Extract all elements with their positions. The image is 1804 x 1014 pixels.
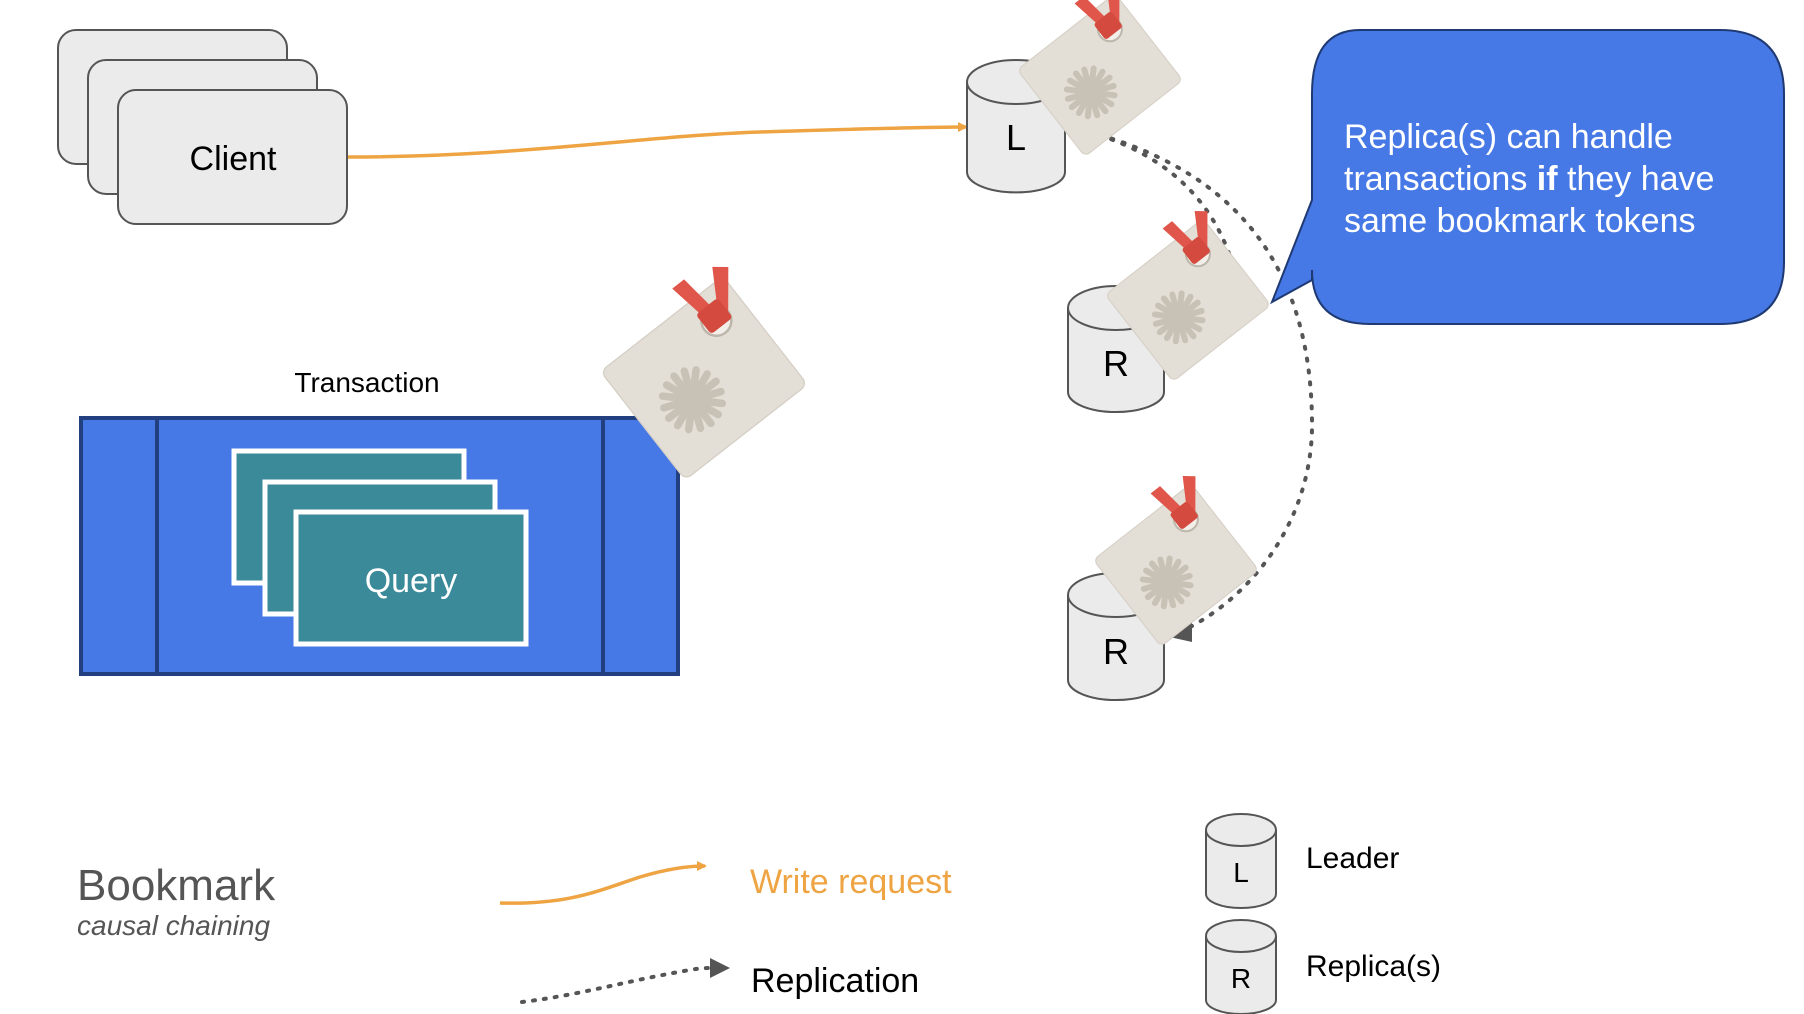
legend-replication-line xyxy=(520,966,714,1004)
svg-text:L: L xyxy=(1233,857,1249,888)
callout-bubble: Replica(s) can handle transactions if th… xyxy=(1270,29,1785,325)
replication-path-to-replica-1 xyxy=(1063,124,1242,302)
write-request-arrow xyxy=(347,122,968,159)
legend-replica-label: Replica(s) xyxy=(1306,950,1441,983)
transaction-box[interactable]: Query xyxy=(79,416,680,676)
client-label: Client xyxy=(190,140,277,178)
query-box-front xyxy=(293,509,529,647)
callout-line-2: transactions if they have xyxy=(1344,160,1714,198)
replication-path-to-replica-2 xyxy=(1063,124,1315,634)
replica-1-letter: R xyxy=(1103,343,1129,384)
client-box-front xyxy=(117,89,348,225)
legend-replication-label: Replication xyxy=(751,962,919,1000)
query-label: Query xyxy=(365,562,458,600)
legend-replication-arrowhead xyxy=(710,958,730,978)
legend-leader-icon: L xyxy=(1205,813,1277,909)
callout-line-1: Replica(s) can handle xyxy=(1344,118,1673,156)
leader-letter: L xyxy=(1006,117,1026,158)
legend-write-request-arrow xyxy=(499,861,707,905)
legend-replica-icon: R xyxy=(1205,919,1277,1014)
legend-subtitle: causal chaining xyxy=(77,910,270,941)
client-stack[interactable]: Client xyxy=(57,29,348,225)
legend-leader-label: Leader xyxy=(1306,842,1399,875)
legend-title: Bookmark xyxy=(77,861,276,910)
replica-2-letter: R xyxy=(1103,631,1129,672)
callout-line-3: same bookmark tokens xyxy=(1344,202,1696,240)
transaction-title: Transaction xyxy=(294,367,439,398)
svg-text:R: R xyxy=(1231,963,1251,994)
legend-write-request-label: Write request xyxy=(750,863,952,901)
